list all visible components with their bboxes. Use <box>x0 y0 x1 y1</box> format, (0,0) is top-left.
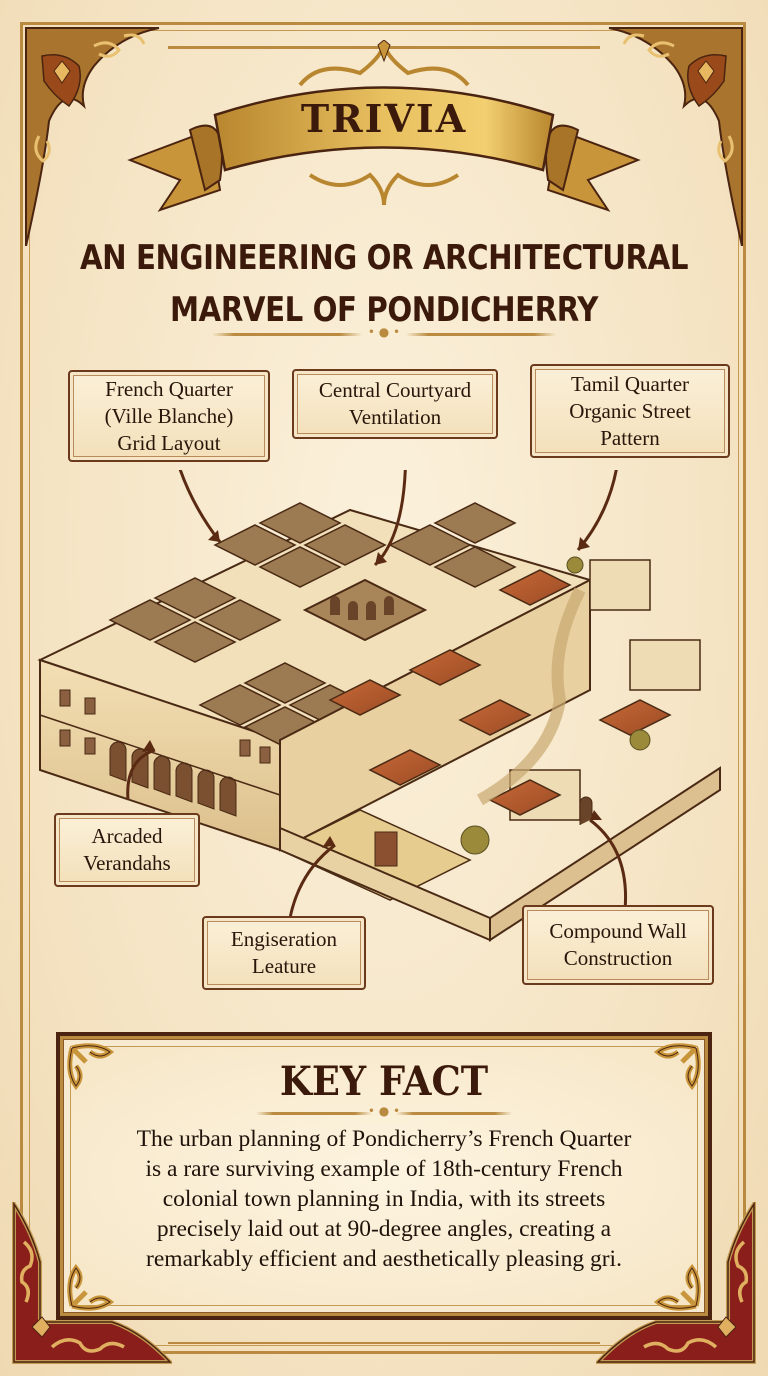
callout-text: Verandahs <box>83 851 171 875</box>
key-fact-divider-dots-icon: • ● • <box>367 1104 401 1118</box>
callout-compound-wall: Compound Wall Construction <box>522 905 714 985</box>
callout-text: Grid Layout <box>117 430 221 455</box>
callout-text: Construction <box>563 946 673 970</box>
page-title: AN ENGINEERING OR ARCHITECTURAL MARVEL O… <box>54 232 714 336</box>
key-fact-flourish-bottom-left-icon <box>67 1263 115 1311</box>
callout-text: Compound Wall <box>549 919 687 943</box>
key-fact-body: The urban planning of Pondicherry’s Fren… <box>70 1124 698 1274</box>
callout-text: Organic Street <box>569 398 691 423</box>
callout-text: Engiseration <box>230 927 338 951</box>
title-divider-right <box>406 333 556 336</box>
callout-arcaded-verandahs: Arcaded Verandahs <box>54 813 200 887</box>
callout-text: Leature <box>251 954 317 978</box>
title-line-1: AN ENGINEERING OR ARCHITECTURAL <box>79 238 689 278</box>
corner-ornament-top-left-icon <box>25 27 160 246</box>
ribbon-banner-icon <box>127 40 641 212</box>
banner-label: TRIVIA <box>300 96 468 141</box>
title-line-2: MARVEL OF PONDICHERRY <box>169 290 599 330</box>
key-fact-line: precisely laid out at 90-degree angles, … <box>156 1216 612 1242</box>
callout-engineering-feature: Engiseration Leature <box>202 916 366 990</box>
callout-french-quarter: French Quarter (Ville Blanche) Grid Layo… <box>68 370 270 462</box>
key-fact-title: KEY FACT <box>279 1058 489 1105</box>
inner-frame <box>29 30 739 1346</box>
title-divider-left <box>212 333 362 336</box>
key-fact-line: is a rare surviving example of 18th-cent… <box>145 1156 623 1182</box>
corner-ornament-top-right-icon <box>608 27 743 246</box>
callout-text: French Quarter <box>105 376 233 401</box>
key-fact-divider-left <box>256 1112 372 1115</box>
callout-text: Central Courtyard <box>318 378 472 402</box>
callout-text: (Ville Blanche) <box>104 403 234 428</box>
key-fact-flourish-top-right-icon <box>653 1043 701 1091</box>
callout-text: Pattern <box>600 425 660 450</box>
key-fact-line: colonial town planning in India, with it… <box>162 1186 606 1212</box>
key-fact-divider-right <box>396 1112 512 1115</box>
key-fact-box <box>56 1032 712 1320</box>
callout-text: Ventilation <box>348 405 442 429</box>
bottom-rule-2 <box>168 1352 600 1354</box>
key-fact-line: The urban planning of Pondicherry’s Fren… <box>136 1126 632 1152</box>
pondicherry-town-illustration <box>37 470 721 942</box>
key-fact-flourish-top-left-icon <box>67 1043 115 1091</box>
bottom-rule-1 <box>168 1342 600 1344</box>
corner-ornament-bottom-left-icon <box>12 1202 172 1364</box>
callout-tamil-quarter: Tamil Quarter Organic Street Pattern <box>530 364 730 458</box>
divider-dots-icon: • ● • <box>367 325 401 339</box>
key-fact-flourish-bottom-right-icon <box>653 1263 701 1311</box>
callout-central-courtyard: Central Courtyard Ventilation <box>292 369 498 439</box>
key-fact-line: remarkably efficient and aesthetically p… <box>146 1246 622 1272</box>
callout-text: Tamil Quarter <box>570 371 690 396</box>
callout-text: Arcaded <box>91 824 163 848</box>
corner-ornament-bottom-right-icon <box>596 1202 756 1364</box>
